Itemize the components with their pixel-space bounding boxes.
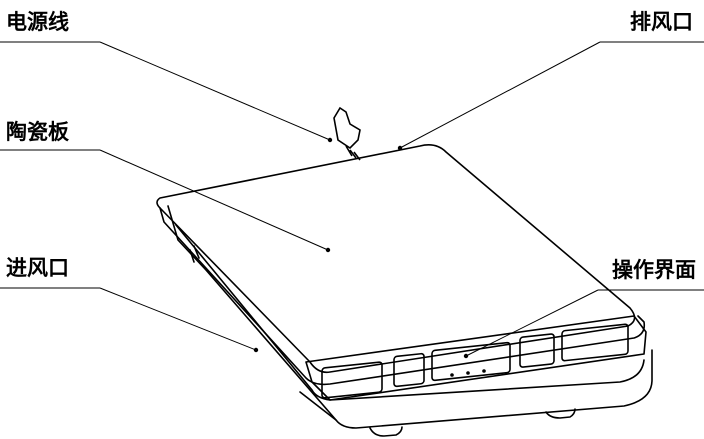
foot-left xyxy=(370,427,402,436)
right-button-cluster xyxy=(562,324,628,361)
leader-dot xyxy=(326,248,330,252)
label-ceramic-plate: 陶瓷板 xyxy=(6,122,69,143)
ceramic-plate-outline xyxy=(157,145,635,372)
leader-line-power-cord xyxy=(100,42,330,140)
display-dot xyxy=(450,373,454,377)
leader-dot xyxy=(464,354,468,358)
display-dot xyxy=(482,369,486,373)
power-cord-plug xyxy=(334,108,360,160)
plate-thickness xyxy=(160,208,644,384)
leader-line-ceramic-plate xyxy=(100,150,328,250)
display-dot xyxy=(466,371,470,375)
leader-line-exhaust-vent xyxy=(400,42,600,148)
leader-dot xyxy=(328,138,332,142)
label-exhaust-vent: 排风口 xyxy=(630,12,693,33)
leader-dot xyxy=(398,146,402,150)
leader-dot xyxy=(254,348,258,352)
label-intake-vent: 进风口 xyxy=(6,258,69,279)
label-control-panel: 操作界面 xyxy=(612,260,696,281)
label-power-cord: 电源线 xyxy=(6,12,69,33)
